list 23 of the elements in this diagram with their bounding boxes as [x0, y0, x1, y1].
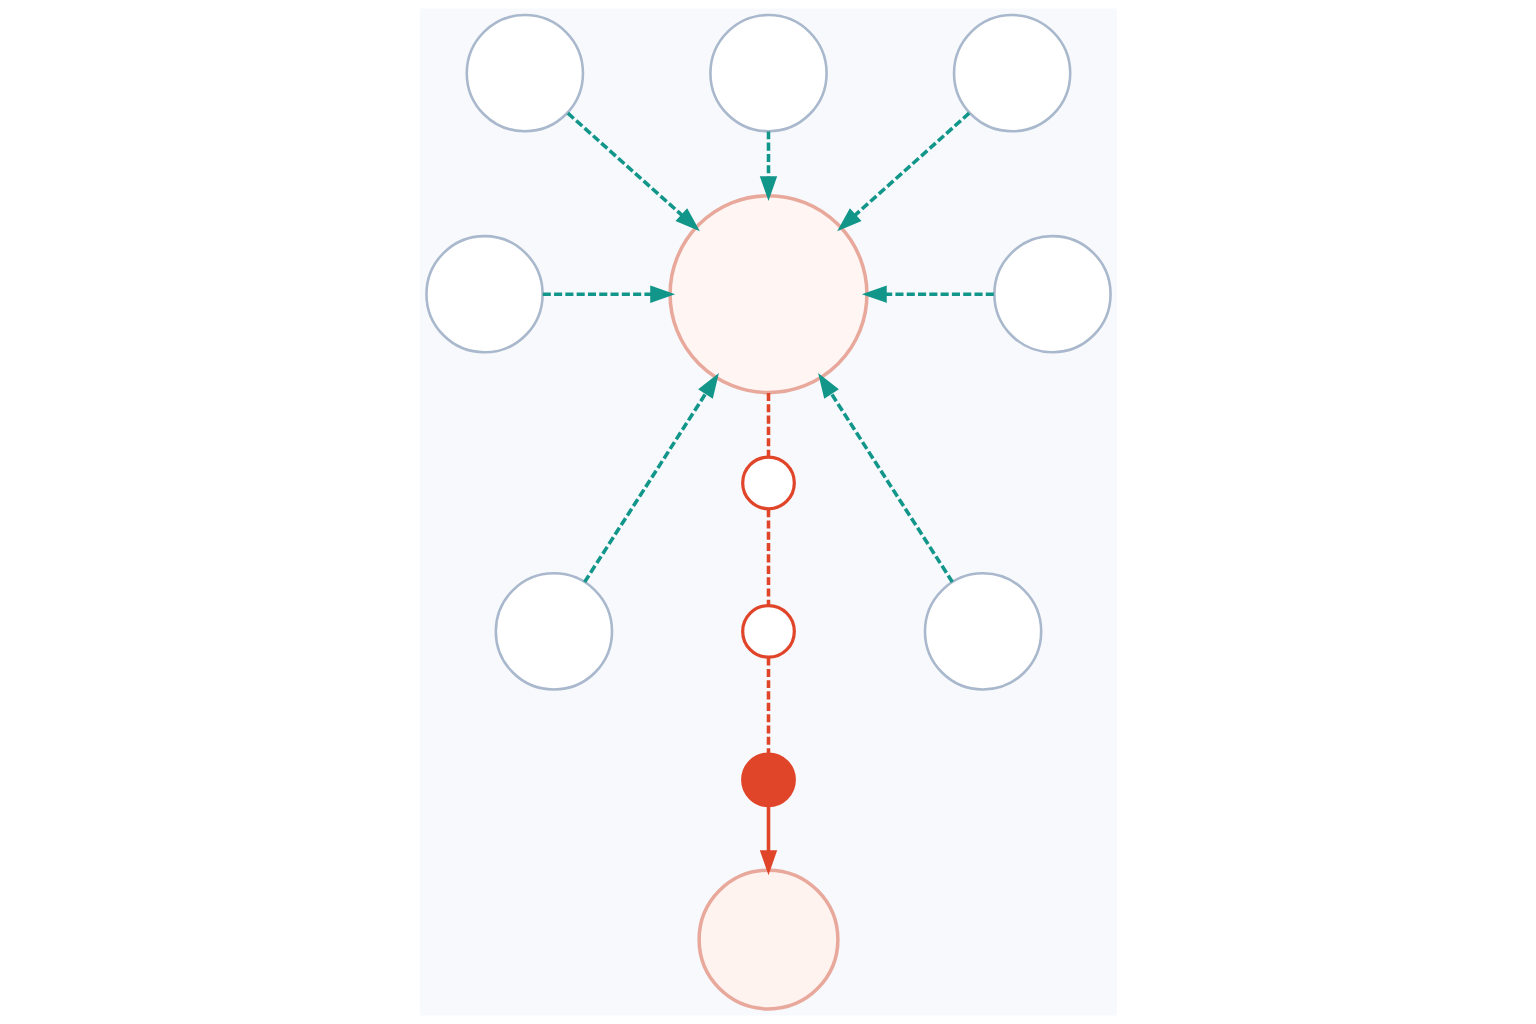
node-circle	[465, 13, 584, 133]
node-circle	[696, 868, 840, 1011]
arrow	[566, 111, 700, 232]
node-circle	[740, 603, 796, 659]
connector	[766, 392, 770, 457]
node-circle	[992, 234, 1112, 354]
node-circle	[424, 234, 544, 354]
node-circle	[923, 572, 1042, 691]
node-circle	[740, 752, 796, 808]
node-circle	[708, 13, 828, 133]
node-circle	[740, 455, 796, 511]
node-circle	[494, 572, 613, 691]
arrow	[759, 805, 777, 876]
arrow	[542, 285, 675, 303]
connector	[766, 657, 770, 754]
arrow	[759, 131, 777, 202]
arrow	[817, 372, 954, 583]
arrow	[861, 285, 994, 303]
node-circle	[952, 13, 1071, 133]
arrow	[582, 372, 719, 583]
node-circle	[667, 194, 869, 395]
connector	[766, 509, 770, 606]
arrow	[836, 111, 970, 232]
